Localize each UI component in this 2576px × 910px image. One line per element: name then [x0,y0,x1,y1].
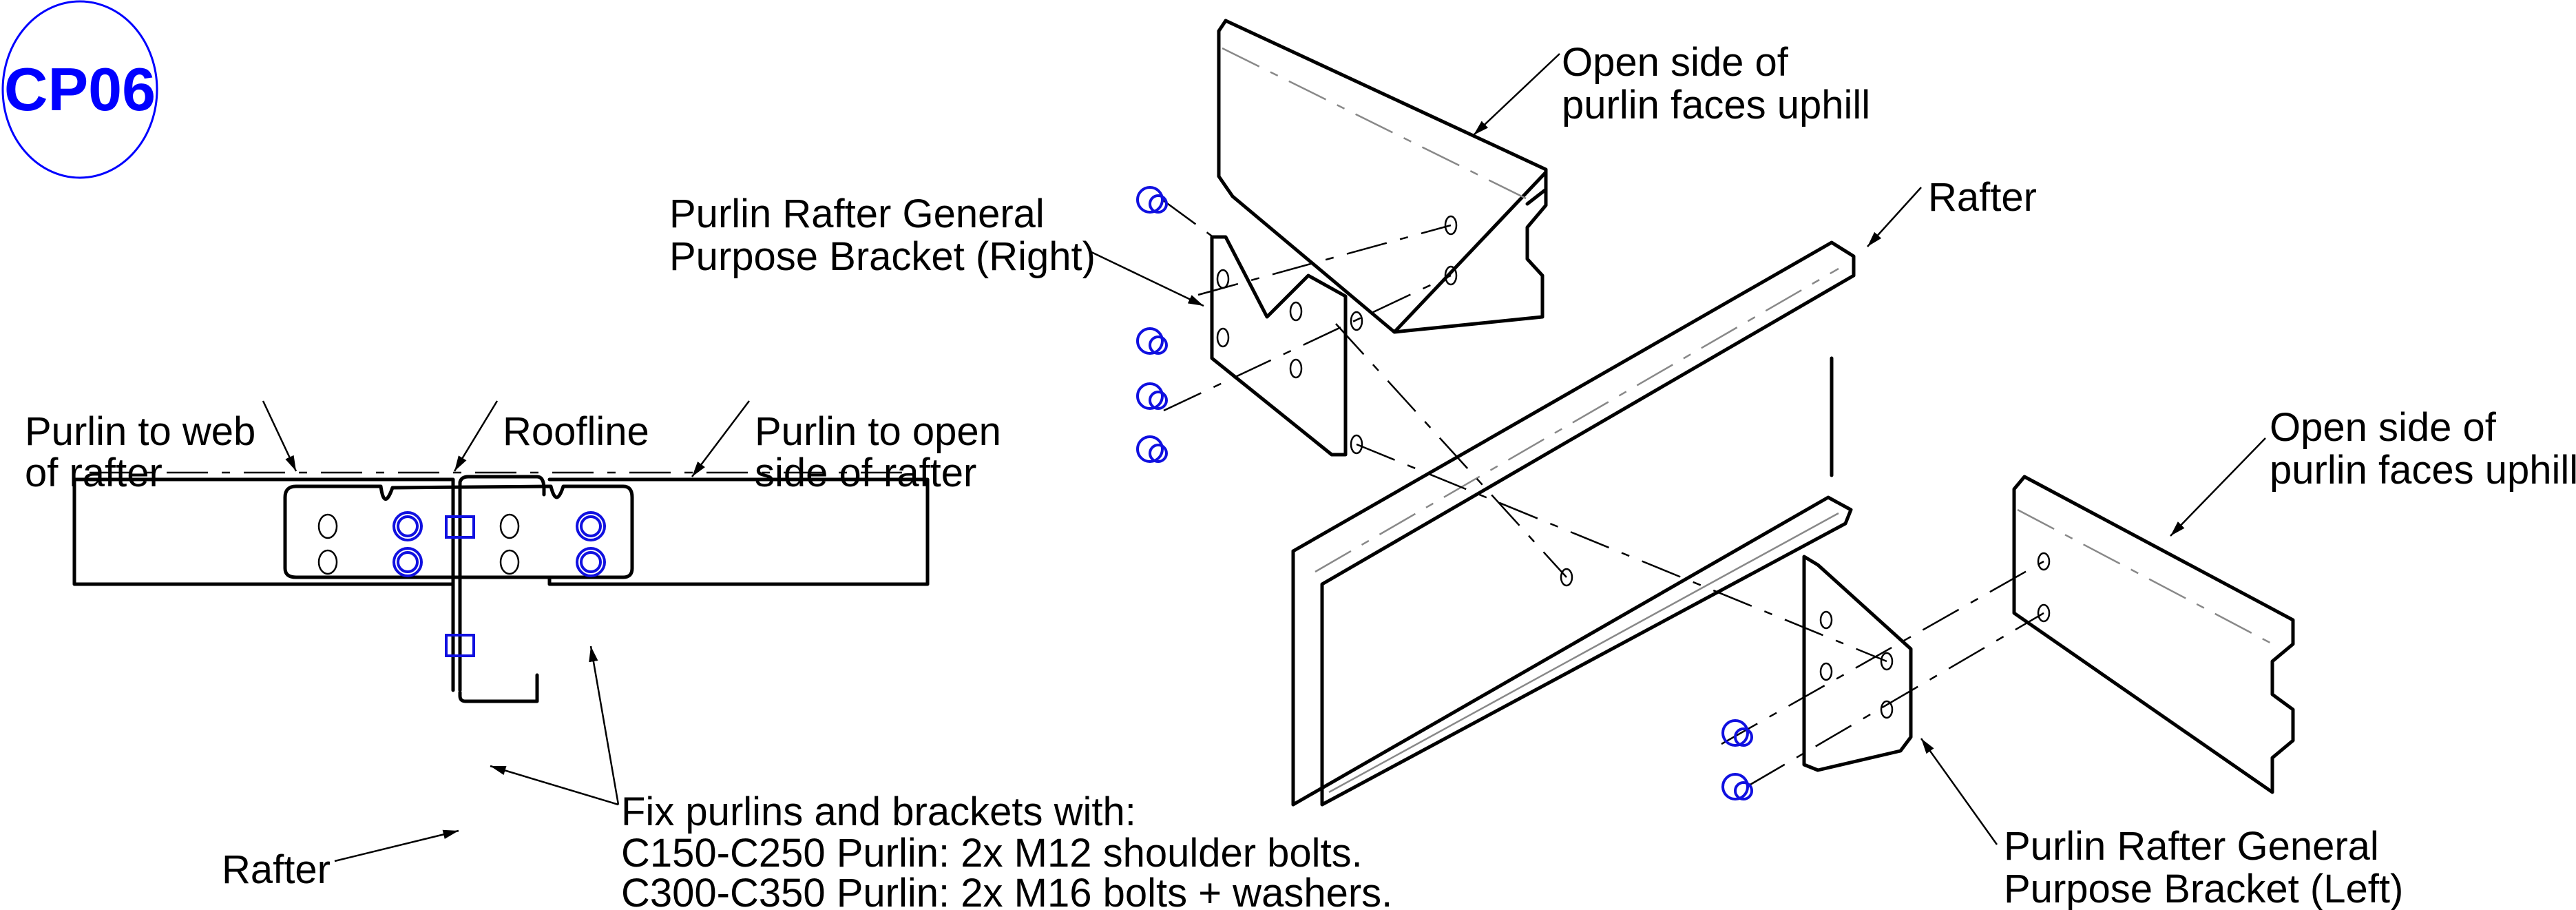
bolt-icon [1136,186,1168,214]
rafter-section [451,480,539,703]
bolt-icon [1136,435,1168,463]
label-purlin-web-2: of rafter [25,451,163,495]
bolt-icon [1721,719,1753,747]
iso-purlin-right [2012,475,2295,794]
leader-roofline [453,400,499,472]
leader-fix-hole [589,645,620,805]
bracket-plate [283,484,634,579]
badge-text: CP06 [4,55,156,123]
leader-rafter-section [334,829,459,862]
label-rafter-section: Rafter [222,847,331,892]
purlin-right [547,477,930,586]
bolt-icon [1721,773,1753,800]
label-fix-3: C300-C350 Purlin: 2x M16 bolts + washers… [621,871,1392,910]
label-purlin-open-1: Purlin to open [755,409,1001,454]
label-purlin-web-1: Purlin to web [25,409,255,454]
leader-open-side-top [1473,53,1560,136]
leader-rafter-iso [1867,187,1922,247]
bolt-icon [1136,382,1168,410]
section-view [72,471,930,703]
leader-bracket-left [1920,738,1998,845]
label-open-side-right-1: Open side of [2270,405,2497,450]
iso-bolts [1136,186,1753,800]
iso-bracket-left [1802,555,1913,772]
bracket-holes [317,513,520,575]
iso-bracket-right [1210,235,1363,457]
label-bracket-left-2: Purpose Bracket (Left) [2004,867,2403,910]
cp06-badge: CP06 [1,0,158,179]
label-purlin-open-2: side of rafter [755,451,976,495]
label-fix-1: Fix purlins and brackets with: [621,789,1136,834]
label-fix-2: C150-C250 Purlin: 2x M12 shoulder bolts. [621,831,1363,876]
label-roofline: Roofline [503,409,649,454]
bolt-axis-lines [1162,198,2044,787]
leader-purlin-open [691,400,750,477]
bolt-icon [1136,327,1168,355]
leader-bracket-right [1091,251,1204,307]
leader-purlin-web [262,400,297,472]
bolt-heads [392,511,606,657]
label-bracket-right-1: Purlin Rafter General [669,192,1045,236]
label-open-side-top-1: Open side of [1562,40,1789,85]
rafter-top-flange [458,475,546,497]
leader-fix-bolt [490,765,619,806]
label-bracket-left-1: Purlin Rafter General [2004,824,2379,869]
iso-purlin-top [1217,19,1548,334]
label-open-side-right-2: purlin faces uphill [2270,448,2576,493]
label-bracket-right-2: Purpose Bracket (Right) [669,234,1096,279]
label-rafter-iso: Rafter [1928,175,2037,220]
leader-open-side-right [2170,437,2266,537]
label-open-side-top-2: purlin faces uphill [1562,83,1870,127]
badge-circle [1,0,158,179]
iso-rafter [1291,240,1856,807]
